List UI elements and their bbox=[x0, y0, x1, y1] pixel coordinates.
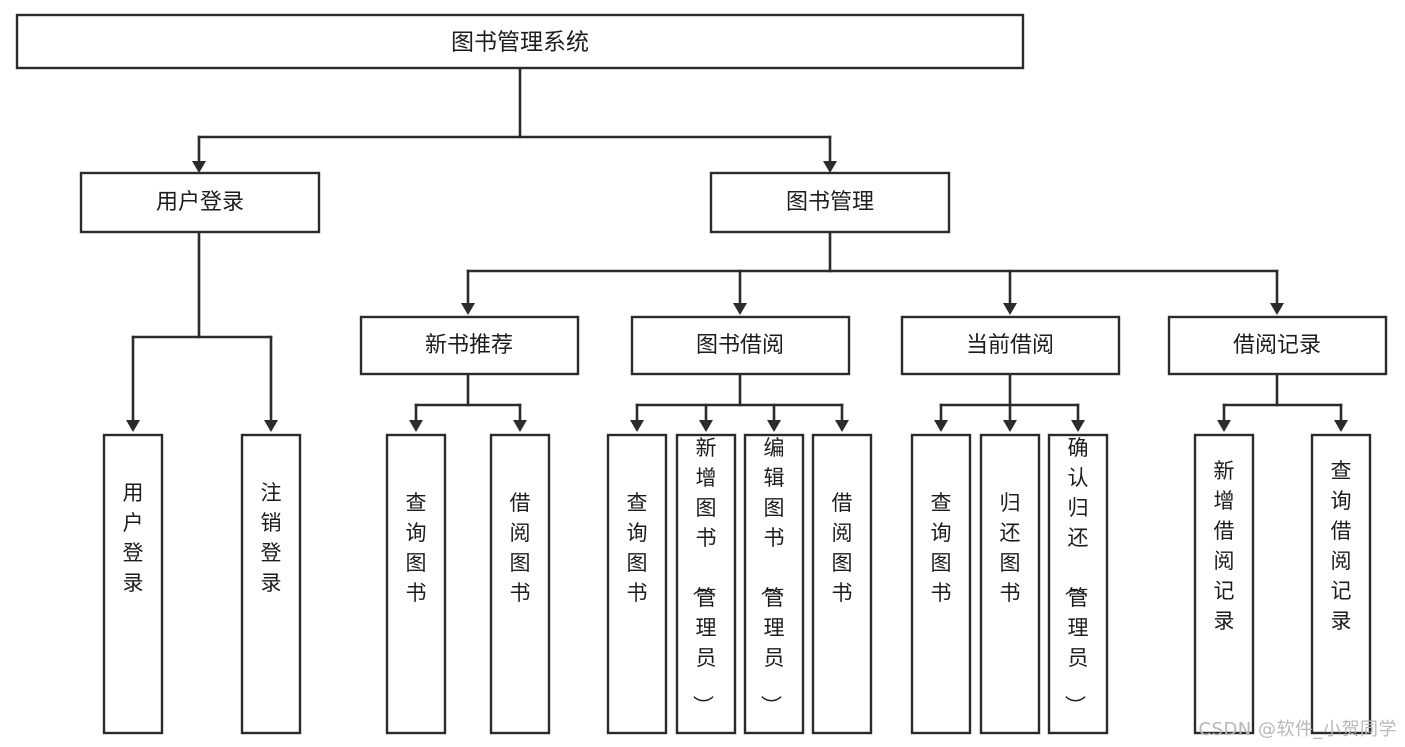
leaf-user-login-box[interactable] bbox=[102, 433, 164, 735]
leaf-return-book-label: 归还图书 bbox=[1000, 491, 1021, 605]
leaf-query-book-borrow-label: 查询图书 bbox=[627, 491, 648, 605]
connector-layer bbox=[126, 66, 1348, 432]
leaf-borrow-book-box[interactable] bbox=[811, 433, 873, 735]
node-current-borrow-box[interactable] bbox=[900, 315, 1121, 376]
node-book-manage-box[interactable] bbox=[709, 171, 951, 234]
node-book-manage[interactable]: 图书管理 bbox=[709, 171, 951, 234]
leaf-borrow-book-recommend-box[interactable] bbox=[489, 433, 551, 735]
leaf-add-book-box[interactable] bbox=[675, 433, 737, 735]
node-book-manage-label: 图书管理 bbox=[786, 190, 874, 215]
leaf-add-borrow-record-label: 新增借阅记录 bbox=[1214, 459, 1235, 633]
leaf-node[interactable]: 确认归还（管理员） bbox=[1047, 433, 1109, 735]
node-borrow-record[interactable]: 借阅记录 bbox=[1167, 315, 1388, 376]
leaf-node[interactable]: 用户登录 bbox=[102, 433, 164, 735]
node-user-login[interactable]: 用户登录 bbox=[79, 171, 321, 234]
leaf-confirm-return-label: 确认归还（管理员） bbox=[1063, 436, 1089, 716]
node-book-borrow-label: 图书借阅 bbox=[696, 333, 784, 358]
node-root-label: 图书管理系统 bbox=[451, 30, 589, 56]
leaf-add-book-label: 新增图书（管理员） bbox=[691, 436, 717, 716]
leaf-node[interactable]: 查询借阅记录 bbox=[1310, 433, 1372, 735]
leaf-node[interactable]: 注销登录 bbox=[240, 433, 302, 735]
leaf-borrow-book-label: 借阅图书 bbox=[832, 491, 853, 605]
node-root[interactable]: 图书管理系统 bbox=[15, 13, 1025, 70]
leaf-node[interactable]: 查询图书 bbox=[385, 433, 447, 735]
leaf-borrow-book-recommend-label: 借阅图书 bbox=[510, 491, 531, 605]
leaf-query-book-recommend-label: 查询图书 bbox=[406, 491, 427, 605]
leaf-node[interactable]: 借阅图书 bbox=[489, 433, 551, 735]
leaf-return-book-box[interactable] bbox=[979, 433, 1041, 735]
node-user-login-box[interactable] bbox=[79, 171, 321, 234]
leaf-user-login-label: 用户登录 bbox=[123, 481, 144, 595]
node-user-login-label: 用户登录 bbox=[156, 190, 244, 215]
leaf-node[interactable]: 查询图书 bbox=[910, 433, 972, 735]
node-borrow-record-label: 借阅记录 bbox=[1233, 333, 1321, 358]
leaf-query-borrow-record-label: 查询借阅记录 bbox=[1331, 459, 1352, 633]
leaf-query-book-recommend-box[interactable] bbox=[385, 433, 447, 735]
leaf-logout-label: 注销登录 bbox=[261, 481, 282, 595]
leaf-query-book-borrow-box[interactable] bbox=[606, 433, 668, 735]
leaf-query-book-current-label: 查询图书 bbox=[931, 491, 952, 605]
leaf-node[interactable]: 归还图书 bbox=[979, 433, 1041, 735]
csdn-watermark: CSDN @软件_小贺同学 bbox=[1198, 719, 1397, 740]
leaf-add-borrow-record-box[interactable] bbox=[1193, 433, 1255, 735]
node-new-book-recommend[interactable]: 新书推荐 bbox=[359, 315, 580, 376]
node-book-borrow[interactable]: 图书借阅 bbox=[630, 315, 851, 376]
leaf-node[interactable]: 编辑图书（管理员） bbox=[743, 433, 805, 735]
node-current-borrow-label: 当前借阅 bbox=[966, 333, 1054, 358]
leaf-edit-book-box[interactable] bbox=[743, 433, 805, 735]
node-borrow-record-box[interactable] bbox=[1167, 315, 1388, 376]
node-new-book-recommend-label: 新书推荐 bbox=[425, 333, 513, 358]
leaf-node[interactable]: 查询图书 bbox=[606, 433, 668, 735]
leaf-node[interactable]: 新增图书（管理员） bbox=[675, 433, 737, 735]
node-new-book-recommend-box[interactable] bbox=[359, 315, 580, 376]
leaf-query-book-current-box[interactable] bbox=[910, 433, 972, 735]
leaf-node[interactable]: 借阅图书 bbox=[811, 433, 873, 735]
leaf-edit-book-label: 编辑图书（管理员） bbox=[759, 436, 785, 716]
leaf-node[interactable]: 新增借阅记录 bbox=[1193, 433, 1255, 735]
leaf-logout-box[interactable] bbox=[240, 433, 302, 735]
leaf-confirm-return-box[interactable] bbox=[1047, 433, 1109, 735]
node-root-box[interactable] bbox=[15, 13, 1025, 70]
leaf-query-borrow-record-box[interactable] bbox=[1310, 433, 1372, 735]
node-current-borrow[interactable]: 当前借阅 bbox=[900, 315, 1121, 376]
node-book-borrow-box[interactable] bbox=[630, 315, 851, 376]
